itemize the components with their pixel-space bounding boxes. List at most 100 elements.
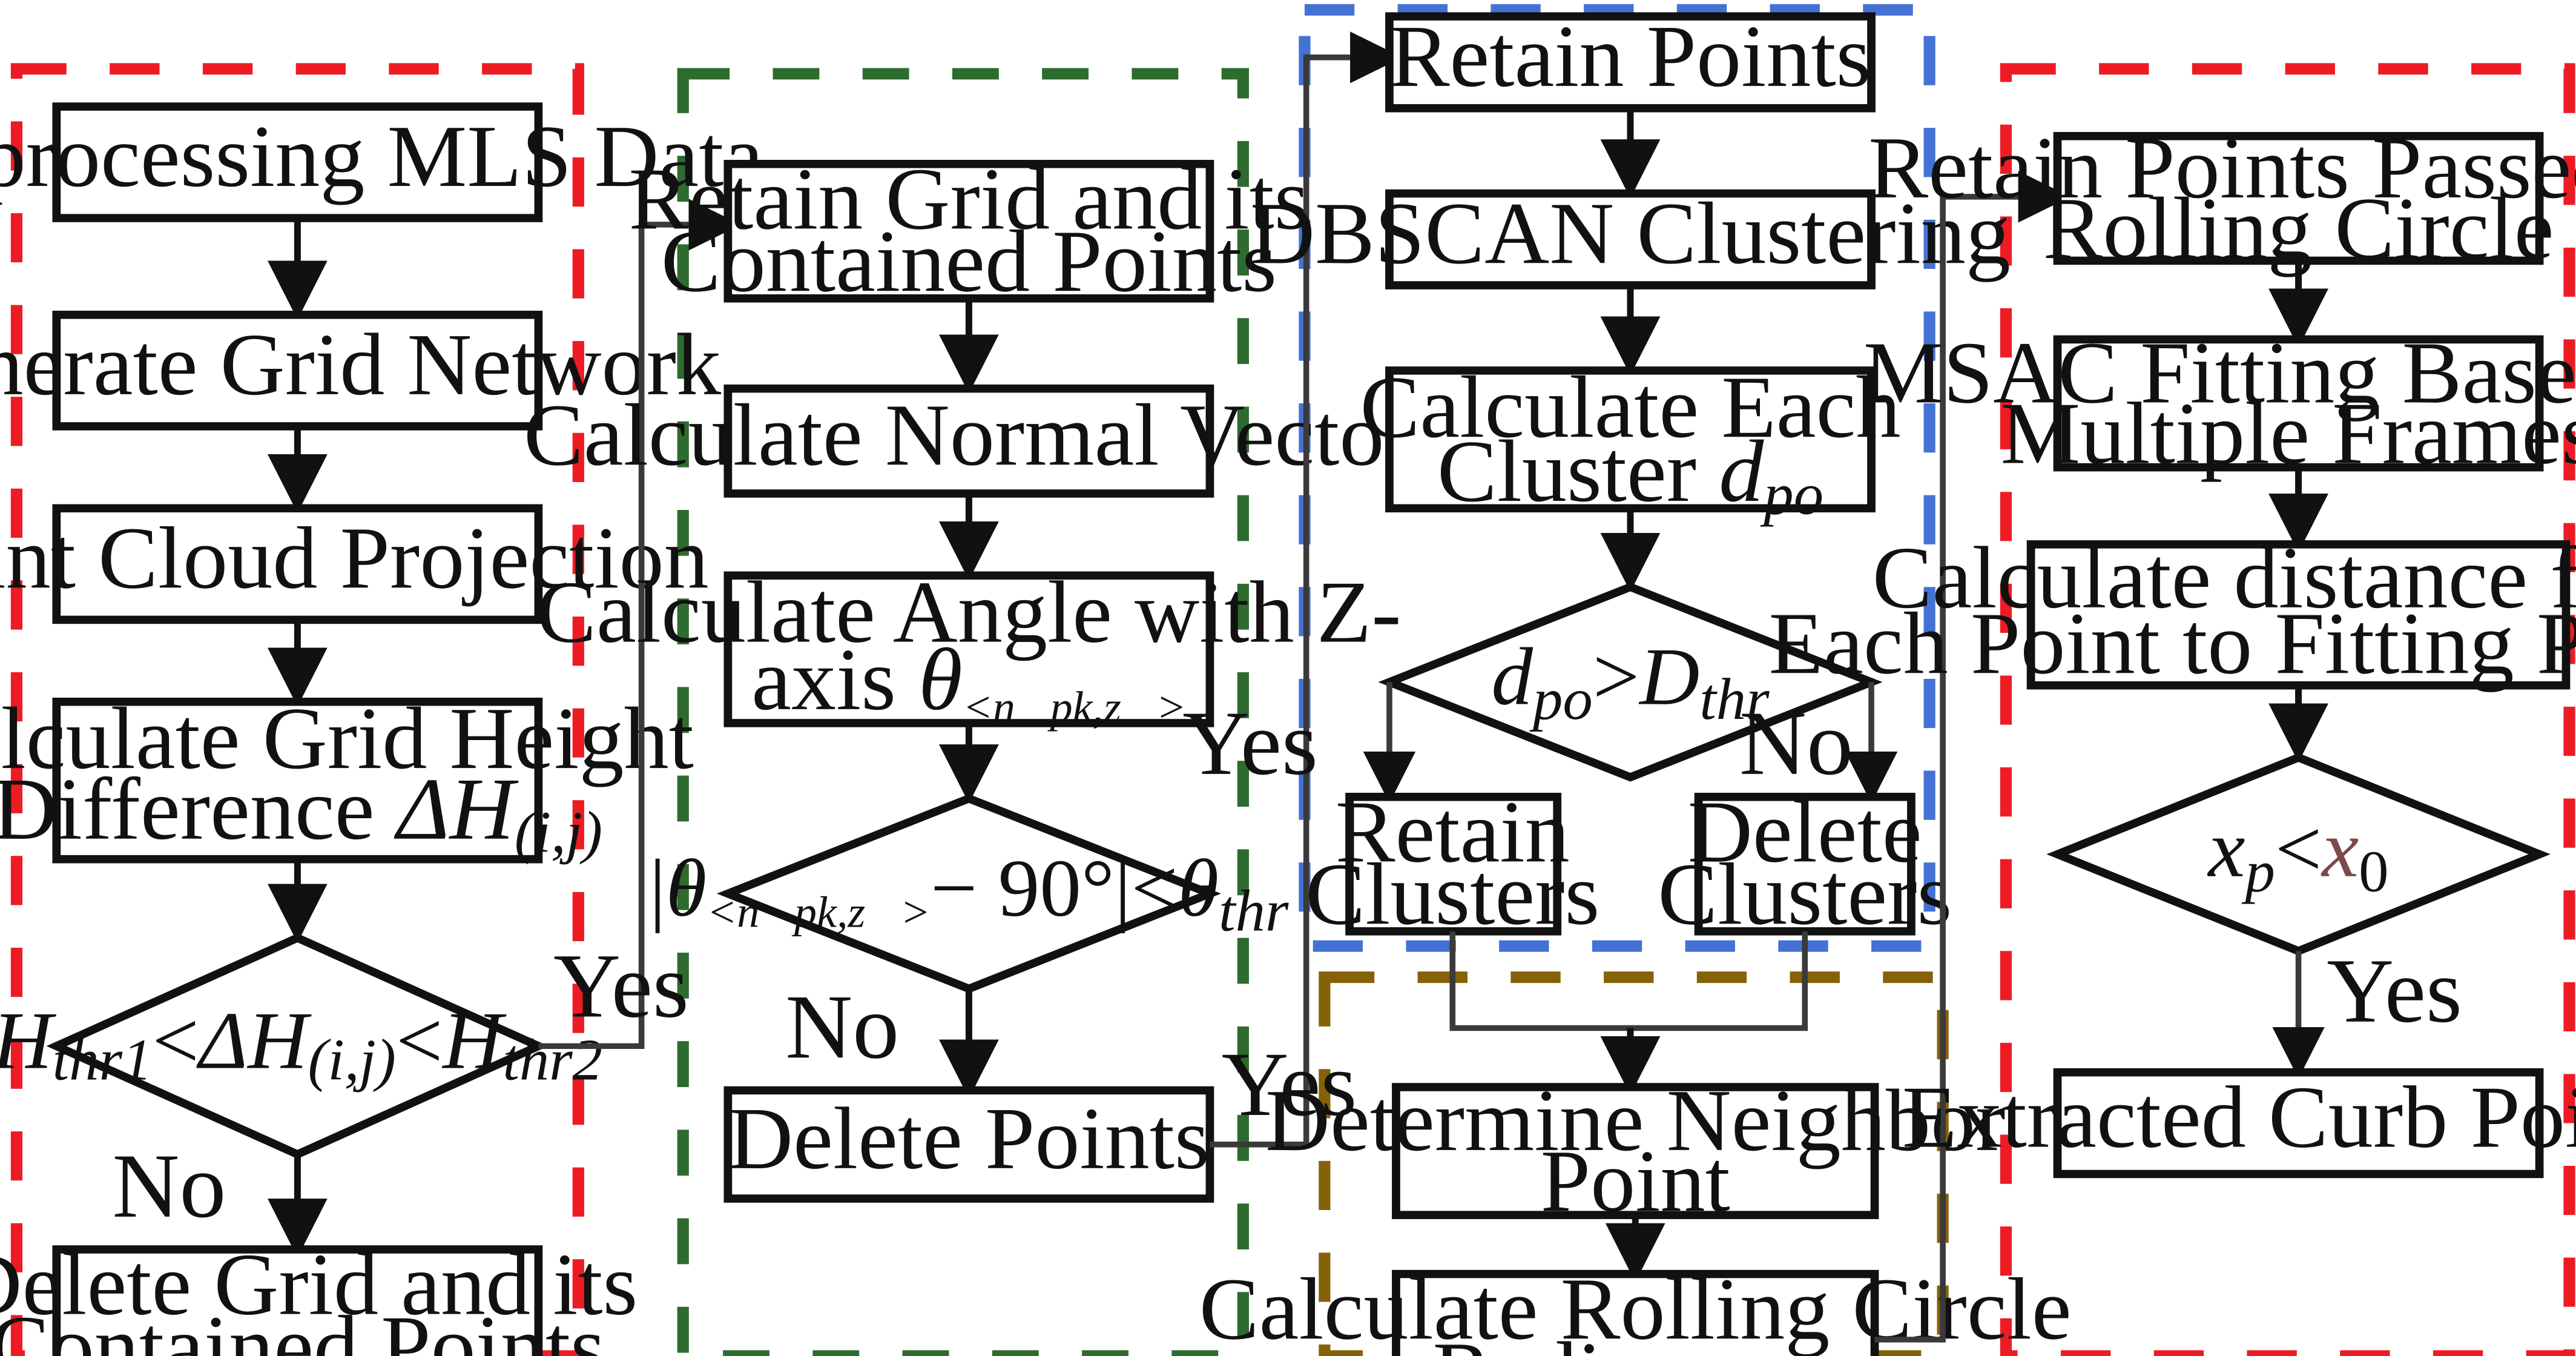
node-label: Calculate Normal Vector	[524, 386, 1414, 484]
node-dbscan-clustering[interactable]: DBSCAN Clustering	[1250, 184, 2011, 289]
label-symbol: α	[1704, 1324, 1753, 1356]
node-calculate-grid-height-difference[interactable]: Calculate Grid Height Difference ΔH(i,j)	[0, 689, 694, 865]
node-generate-grid-network[interactable]: Generate Grid Network	[0, 311, 721, 431]
node-label: Point Cloud Projection	[0, 509, 709, 607]
edge-delete-clusters-merge	[1630, 931, 1808, 1031]
node-label: Retain Points	[1390, 7, 1871, 105]
op-gt: >	[1593, 632, 1639, 723]
node-label-line2: Radius αpk0	[1433, 1324, 1838, 1356]
node-label: Delete Points	[728, 1090, 1210, 1188]
node-delete-clusters[interactable]: Delete Clusters	[1658, 782, 1952, 943]
node-label: xp<x0	[2207, 804, 2389, 904]
node-label-line2: axis θ<n⃗pk,z⃗>	[751, 630, 1186, 732]
node-distance-threshold-decision[interactable]: dpo>Dthr	[1378, 582, 1883, 782]
label-prefix: Difference	[0, 759, 397, 858]
node-label-line2: Difference ΔH(i,j)	[0, 759, 602, 864]
term-minus90: − 90°	[931, 844, 1115, 934]
node-label-line1: Retain Grid and its	[628, 150, 1309, 248]
node-extracted-curb-points[interactable]: Extracted Curb Points	[1902, 1068, 2576, 1179]
node-label: dpo>Dthr	[1491, 632, 1770, 732]
node-point-cloud-projection[interactable]: Point Cloud Projection	[0, 504, 709, 624]
group-frame-preprocessing	[10, 63, 584, 1356]
edge-label-yes-col3: Yes	[1182, 693, 1318, 795]
node-label-line1: Delete Grid and its	[0, 1235, 637, 1334]
group-frame-fitting	[2000, 63, 2575, 1356]
label-symbol: ΔH	[394, 759, 519, 858]
edge-label-yes-col1: Yes	[553, 936, 689, 1037]
node-label-line1: Calculate Angle with Z-	[536, 563, 1401, 661]
sym-dthr: D	[1638, 632, 1699, 723]
label-symbol: d	[1719, 422, 1764, 520]
sym-h1: H	[0, 996, 56, 1086]
node-label-line2: Contained Points	[0, 1297, 605, 1356]
group-frame-rolling-circle	[1319, 971, 1949, 1356]
node-label: DBSCAN Clustering	[1250, 184, 2011, 282]
node-height-threshold-decision[interactable]: Hthr1<ΔH(i,j)<Hthr2	[0, 933, 602, 1159]
node-label-line2: Clusters	[1658, 845, 1952, 943]
edge-label-yes-col2: Yes	[1222, 1034, 1357, 1136]
node-retain-points[interactable]: Retain Points	[1385, 7, 1876, 113]
node-plane-distance-decision[interactable]: xp<x0	[2046, 753, 2551, 956]
op-lt2: <	[396, 996, 443, 1086]
label-symbol: θ	[918, 630, 963, 729]
node-msac-fitting-based-on-multiple-frames[interactable]: MSAC Fitting Based on Multiple Frames	[1863, 323, 2576, 482]
node-label-line2: Multiple Frames	[2001, 384, 2576, 482]
sub-thr: thr	[1699, 667, 1770, 732]
sub-thr1: thr1	[53, 1028, 153, 1093]
node-pre-processing-mls-data[interactable]: Pre-processing MLS Data	[0, 102, 763, 222]
node-label-line1: Determine Neighbor	[1265, 1071, 2006, 1169]
node-label-line1: MSAC Fitting Based on	[1863, 323, 2576, 422]
node-label-line1: Calculate distance from	[1873, 529, 2576, 627]
edge-label-yes-col4: Yes	[2327, 941, 2462, 1042]
node-calculate-each-cluster-dpo[interactable]: Calculate Each Cluster dpo	[1360, 358, 1900, 527]
node-calculate-normal-vector[interactable]: Calculate Normal Vector	[524, 384, 1414, 498]
node-label-line2: Contained Points	[661, 212, 1277, 310]
group-frame-clustering	[1299, 4, 1935, 952]
sym-x0: x	[2321, 804, 2359, 895]
node-label: |θ<n⃗pk,z⃗>− 90°|<θthr	[649, 844, 1289, 944]
edge-decision-yes-to-retain-grid	[538, 199, 741, 1050]
node-determine-neighbor-point[interactable]: Determine Neighbor Point	[1265, 1071, 2006, 1230]
node-retain-grid-and-contained-points[interactable]: Retain Grid and its Contained Points	[628, 150, 1309, 310]
node-label-line1: Calculate Grid Height	[0, 689, 694, 787]
node-calculate-distance-to-fitting-plane[interactable]: Calculate distance from Each Point to Fi…	[1769, 529, 2576, 699]
node-label-line1: Retain	[1336, 782, 1570, 881]
label-prefix: Cluster	[1437, 422, 1719, 520]
edge-label-no-col2: No	[785, 976, 899, 1078]
sub-theta: <n⃗pk,z⃗>	[707, 887, 931, 936]
node-retain-clusters[interactable]: Retain Clusters	[1305, 782, 1599, 943]
node-delete-grid-and-contained-points[interactable]: Delete Grid and its Contained Points	[0, 1235, 637, 1356]
sub-ij: (i,j)	[308, 1028, 396, 1093]
node-angle-threshold-decision[interactable]: |θ<n⃗pk,z⃗>− 90°|<θthr	[649, 794, 1289, 993]
sub-thr: thr	[1219, 878, 1289, 943]
op-lt: <	[1131, 844, 1178, 934]
sym-xp: x	[2207, 804, 2245, 895]
group-frame-normal-filter	[677, 68, 1249, 1356]
edge-label-no-col1: No	[112, 1136, 226, 1237]
node-label-line1: Calculate Each	[1360, 358, 1900, 456]
node-label-line2: Cluster dpo	[1437, 422, 1823, 527]
node-calculate-angle-with-z-axis[interactable]: Calculate Angle with Z- axis θ<n⃗pk,z⃗>	[536, 563, 1401, 732]
op-lt1: <	[152, 996, 199, 1086]
sym-dpo: d	[1491, 632, 1533, 723]
sym-h2: H	[441, 996, 507, 1086]
node-label: Generate Grid Network	[0, 316, 721, 414]
label-prefix: Each Point to Fitting Plane	[1769, 594, 2576, 692]
node-delete-points[interactable]: Delete Points	[723, 1086, 1214, 1203]
node-label: Pre-processing MLS Data	[0, 107, 763, 205]
node-label: Hthr1<ΔH(i,j)<Hthr2	[0, 996, 602, 1093]
node-label: Extracted Curb Points	[1902, 1068, 2576, 1166]
node-label-line2: Each Point to Fitting Plane xp	[1769, 594, 2576, 699]
node-label-line2: Point	[1541, 1132, 1730, 1230]
label-prefix: Radius	[1433, 1324, 1705, 1356]
sym-dh: ΔH	[196, 996, 312, 1086]
label-subscript: (i,j)	[515, 799, 602, 864]
node-label-line2: Clusters	[1305, 845, 1599, 943]
sub-p: p	[2241, 839, 2275, 904]
sym-theta: θ	[666, 844, 707, 934]
label-subscript: <n⃗pk,z⃗>	[963, 682, 1187, 731]
sub-0: 0	[2359, 839, 2388, 904]
edge-rolling-radius-to-retain-passed	[1874, 171, 2071, 1343]
node-label-line1: Delete	[1688, 782, 1922, 881]
